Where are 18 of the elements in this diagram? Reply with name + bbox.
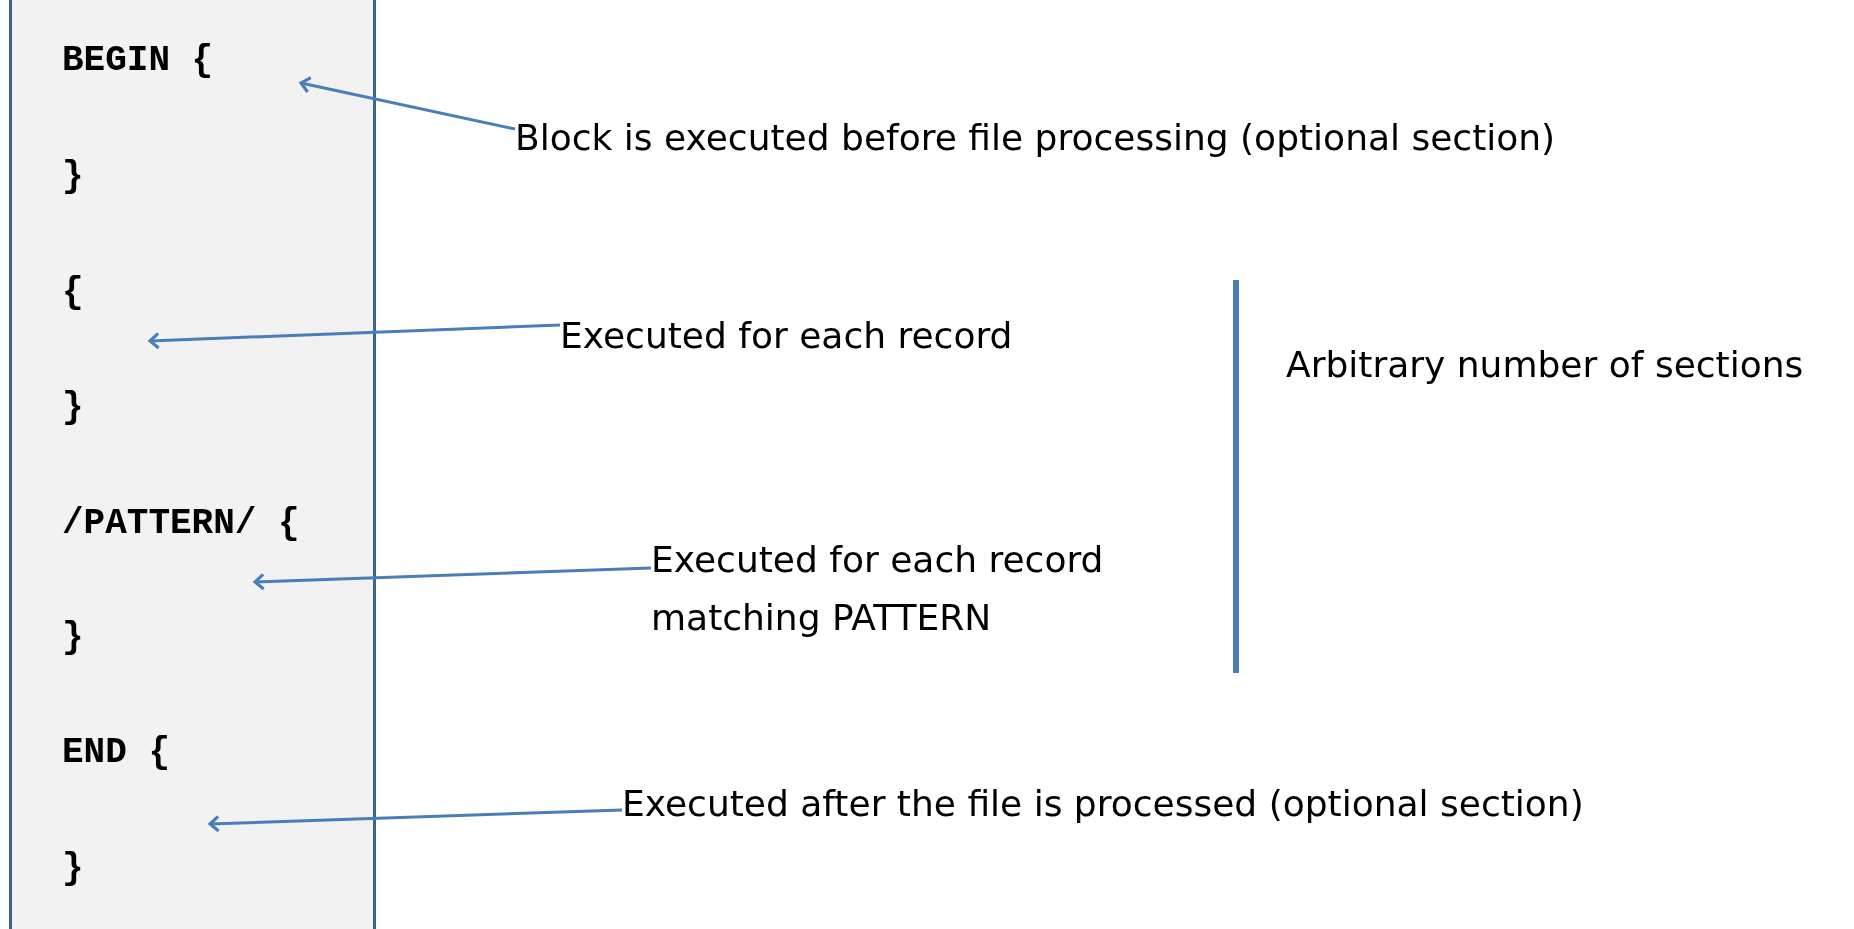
code-line: }: [62, 618, 84, 658]
leader-arrow: [253, 566, 652, 591]
code-line: }: [62, 849, 84, 889]
code-line: /PATTERN/ {: [62, 504, 300, 544]
annotation-text: Executed for each record matching PATTERN: [651, 531, 1171, 647]
annotation-text: Executed for each record: [560, 307, 1013, 365]
code-line: END {: [62, 733, 171, 773]
code-line: }: [62, 388, 84, 428]
leader-arrow: [299, 76, 516, 131]
code-block-panel: [9, 0, 376, 929]
leader-arrow: [208, 808, 623, 833]
section-note: Arbitrary number of sections: [1286, 343, 1804, 387]
code-line: {: [62, 273, 84, 313]
code-line: }: [62, 157, 84, 197]
annotation-text: Block is executed before file processing (optional section): [515, 109, 1556, 167]
code-line: BEGIN {: [62, 41, 214, 81]
leader-arrow: [148, 323, 561, 350]
annotation-text: Executed after the file is processed (optional section): [622, 775, 1584, 833]
